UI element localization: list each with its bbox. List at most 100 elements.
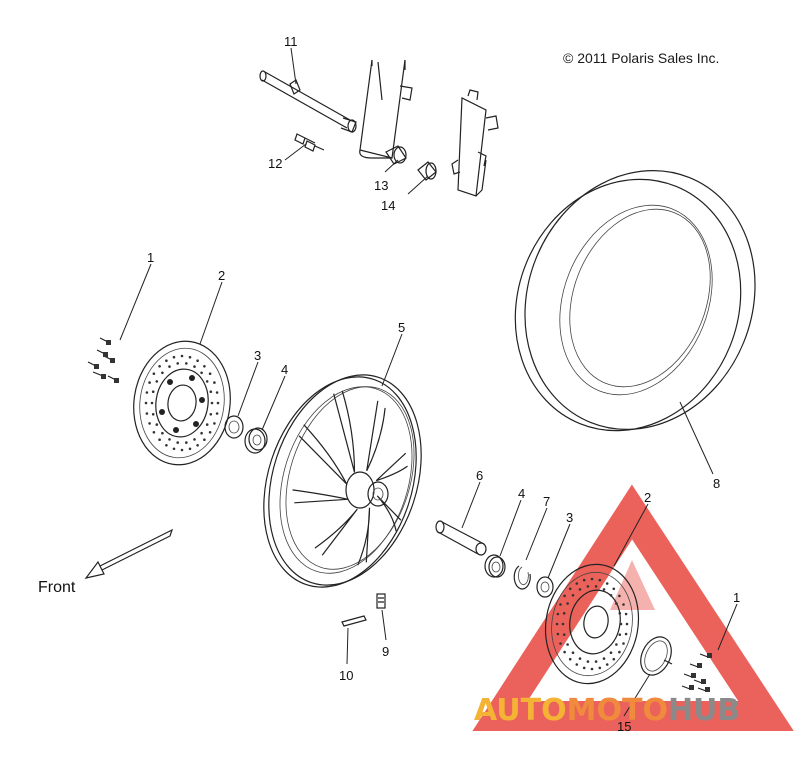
callout-2-right: 2 — [644, 490, 651, 505]
right-disc-bolts — [681, 653, 712, 692]
front-label: Front — [38, 579, 76, 596]
disc-vent-hole — [165, 444, 168, 447]
disc-vent-hole — [578, 657, 582, 660]
disc-vent-hole — [203, 438, 206, 442]
callout-3-right: 3 — [566, 510, 573, 525]
disc-vent-hole — [145, 391, 149, 394]
disc-vent-hole — [209, 390, 213, 394]
disc-vent-hole — [622, 603, 625, 606]
callout-4-left: 4 — [281, 362, 288, 377]
disc-vent-hole — [602, 588, 606, 591]
disc-vent-hole — [618, 633, 622, 636]
disc-vent-hole — [615, 602, 618, 605]
disc-vent-hole — [624, 632, 628, 636]
disc-vent-hole — [200, 431, 203, 435]
disc-vent-hole — [200, 371, 203, 375]
callout-1-right: 1 — [733, 590, 740, 605]
disc-vent-hole — [213, 381, 216, 384]
disc-vent-hole — [566, 643, 569, 646]
disc-vent-hole — [196, 359, 199, 363]
disc-vent-hole — [568, 657, 572, 661]
disc-vent-hole — [618, 612, 622, 615]
disc-vent-hole — [193, 365, 196, 368]
callout-10: 10 — [339, 668, 353, 683]
disc-vent-hole — [151, 413, 155, 416]
right-seal — [536, 576, 554, 598]
valve-stem — [376, 593, 386, 609]
callout-9: 9 — [382, 644, 389, 659]
watermark-part-auto: AUTO — [474, 693, 567, 728]
front-axle — [259, 70, 357, 133]
left-seal — [224, 415, 244, 439]
disc-vent-hole — [168, 438, 171, 441]
disc-vent-hole — [562, 612, 566, 615]
disc-vent-hole — [598, 666, 602, 670]
callout-4-right: 4 — [518, 486, 525, 501]
disc-vent-hole — [563, 594, 566, 598]
left-brake-disc — [133, 340, 231, 466]
disc-vent-hole — [571, 651, 575, 654]
disc-vent-hole — [590, 577, 594, 581]
wheel-spoke — [333, 390, 356, 473]
callout-labels: 11 12 13 14 1 2 3 4 5 8 6 4 7 3 2 1 9 10… — [147, 34, 740, 734]
disc-vent-hole — [176, 441, 179, 444]
disc-vent-hole — [193, 438, 196, 441]
disc-vent-hole — [180, 354, 184, 358]
disc-vent-hole — [568, 587, 572, 591]
disc-vent-hole — [594, 660, 598, 663]
right-bearing — [484, 554, 506, 578]
disc-vent-hole — [155, 423, 159, 426]
axle-sleeve — [435, 520, 487, 556]
disc-vent-hole — [602, 657, 606, 660]
wheel-spoke — [375, 452, 408, 482]
disc-vent-hole — [145, 412, 149, 415]
disc-vent-hole — [152, 431, 156, 434]
disc-vent-hole — [203, 365, 206, 368]
disc-vent-hole — [205, 423, 209, 426]
disc-vent-hole — [609, 651, 613, 654]
disc-vent-hole — [151, 390, 155, 394]
disc-vent-hole — [208, 431, 212, 434]
snap-ring — [513, 565, 531, 590]
disc-vent-hole — [176, 362, 179, 365]
callout-15: 15 — [617, 719, 631, 734]
disc-vent-hole — [575, 663, 579, 666]
wheel-spoke — [292, 489, 348, 504]
disc-vent-hole — [165, 359, 168, 363]
disc-vent-hole — [215, 412, 219, 415]
disc-vent-hole — [150, 401, 154, 405]
disc-vent-hole — [605, 582, 609, 585]
left-fork-leg — [359, 59, 413, 159]
watermark-triangle — [472, 484, 794, 731]
disc-vent-hole — [618, 594, 621, 598]
disc-vent-hole — [609, 594, 613, 597]
wheel-rim — [263, 374, 422, 588]
callout-11: 11 — [284, 34, 298, 49]
watermark-logo: AUTOMOTOHUB — [474, 693, 740, 728]
watermark-part-hub: HUB — [668, 693, 740, 728]
disc-vent-hole — [556, 632, 560, 636]
callout-8: 8 — [713, 476, 720, 491]
disc-vent-hole — [559, 642, 562, 645]
disc-vent-hole — [148, 422, 151, 425]
wheel-spoke — [357, 507, 371, 566]
callout-6: 6 — [476, 468, 483, 483]
disc-vent-hole — [566, 602, 569, 605]
left-bearing — [244, 427, 268, 454]
disc-vent-hole — [619, 622, 623, 626]
watermark-part-moto: MOTO — [567, 693, 668, 728]
wheel-weight — [341, 615, 367, 627]
disc-vent-hole — [624, 612, 628, 616]
callout-13: 13 — [374, 178, 388, 193]
svg-text:AUTOMOTOHUB: AUTOMOTOHUB — [474, 693, 740, 728]
callout-12: 12 — [268, 156, 282, 171]
disc-vent-hole — [172, 355, 176, 359]
disc-vent-hole — [618, 650, 621, 654]
copyright-notice: © 2011 Polaris Sales Inc. — [563, 50, 720, 66]
axle-spacer-13 — [385, 145, 407, 165]
disc-vent-hole — [158, 365, 161, 368]
wheel-spoke — [298, 424, 348, 485]
right-brake-disc — [544, 563, 640, 685]
disc-vent-hole — [598, 578, 602, 582]
